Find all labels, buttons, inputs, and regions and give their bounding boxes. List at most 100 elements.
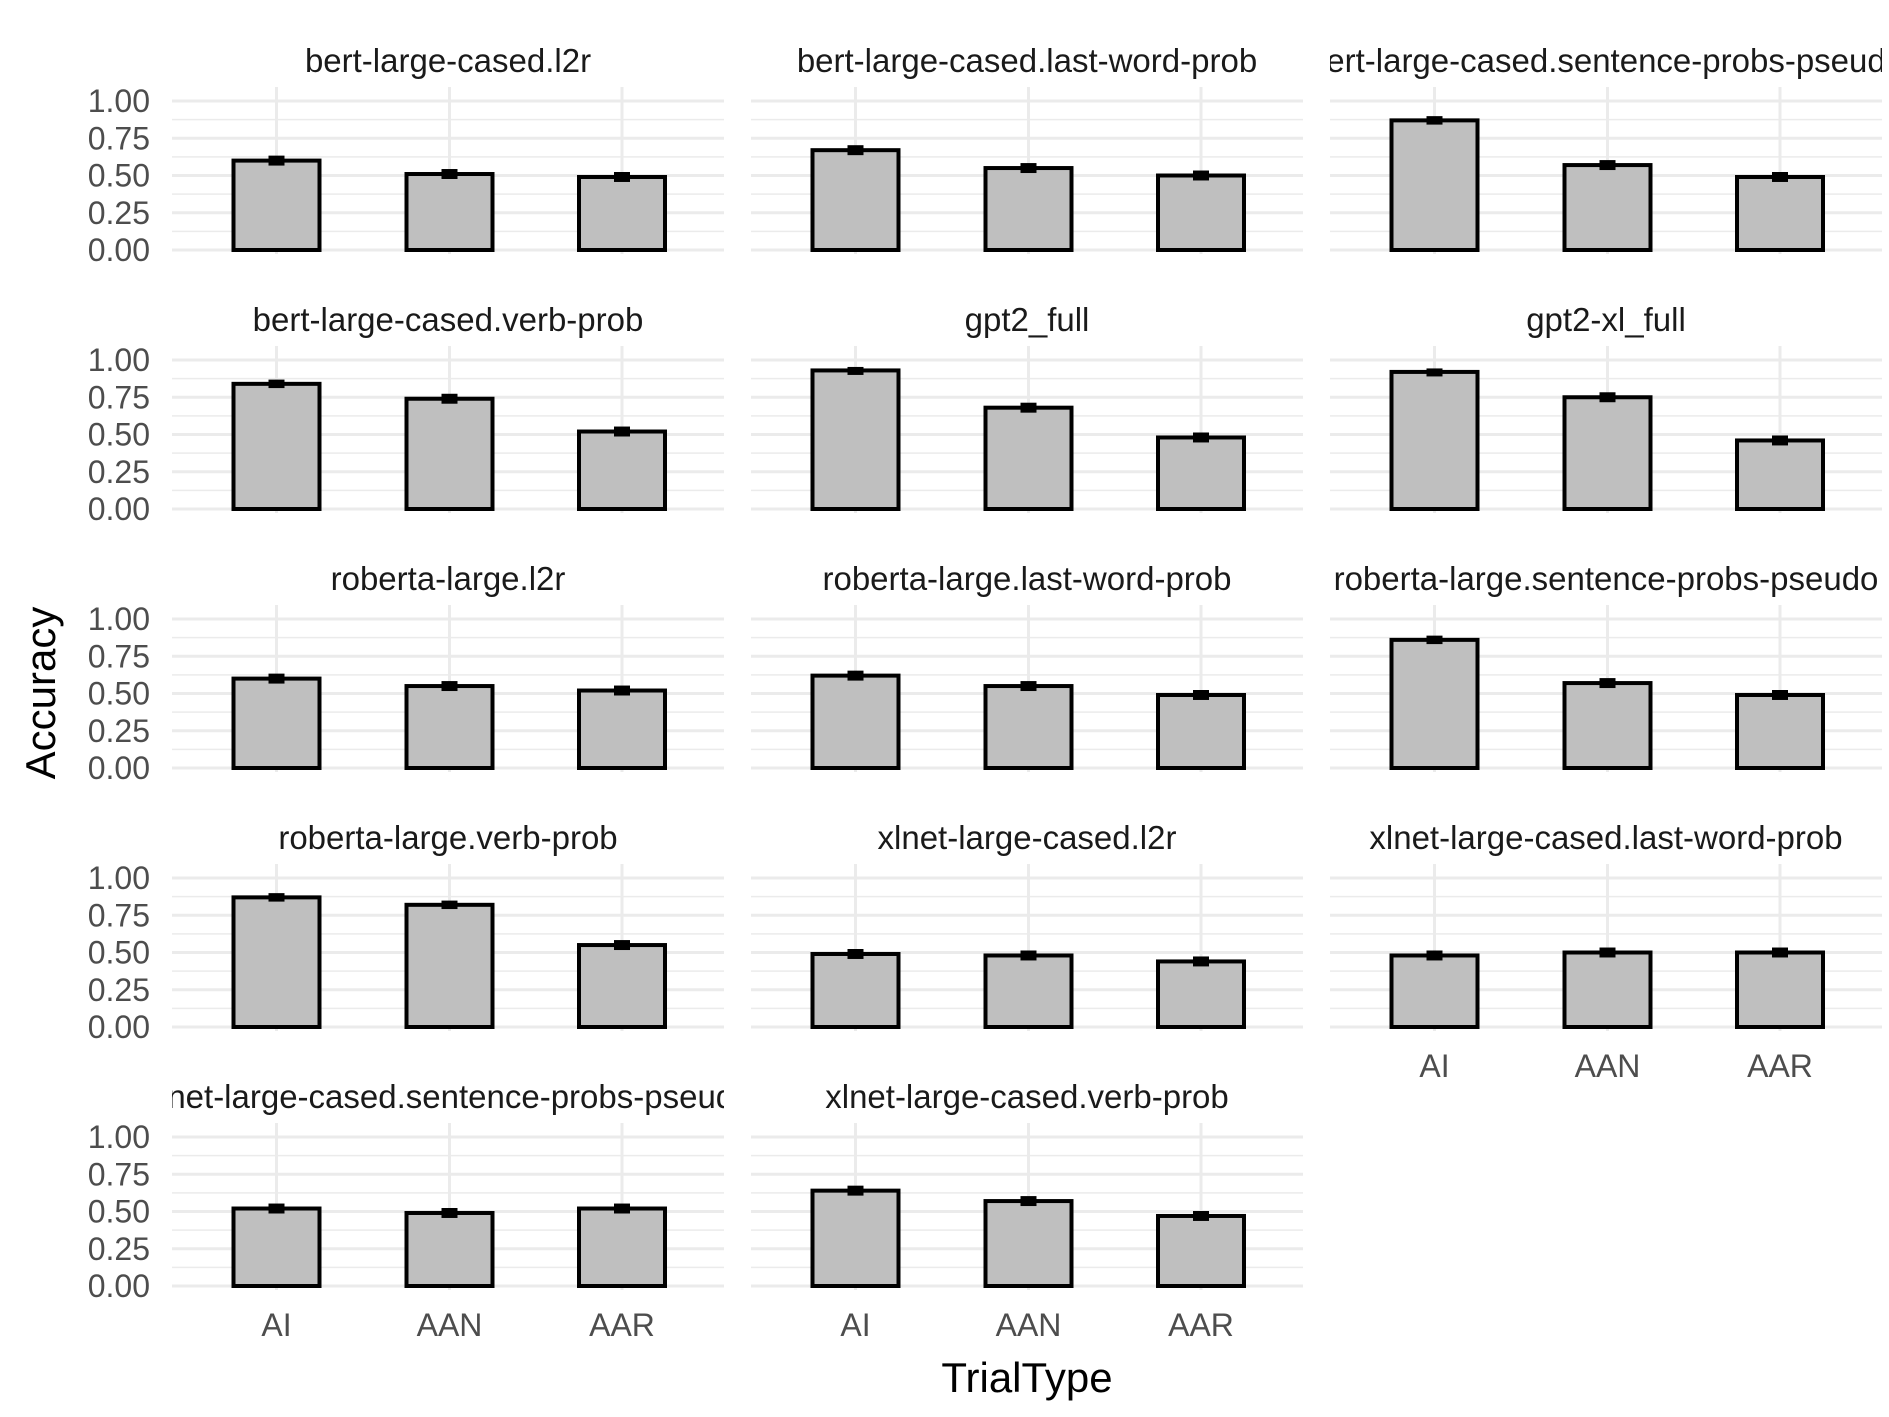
- y-axis-title: Accuracy: [17, 607, 64, 780]
- y-tick-label: 1.00: [88, 342, 150, 378]
- panel-title: roberta-large.verb-prob: [278, 819, 617, 856]
- x-tick-label: AAR: [589, 1307, 655, 1343]
- y-tick-label: 1.00: [88, 1119, 150, 1155]
- error-bar-box: [1193, 692, 1209, 699]
- bar-aan: [1562, 395, 1653, 511]
- error-bar-box: [268, 895, 285, 902]
- y-tick-label: 1.00: [88, 860, 150, 896]
- error-bar-box: [1772, 949, 1788, 956]
- bar-ai: [810, 368, 901, 511]
- y-tick-label: 0.00: [88, 1009, 150, 1045]
- bar-aar: [1156, 959, 1246, 1029]
- error-bar-box: [1020, 165, 1037, 172]
- y-tick-label: 0.50: [88, 417, 150, 453]
- y-tick-label: 0.50: [88, 935, 150, 971]
- bar-aar: [577, 943, 667, 1029]
- panel-title: bert-large-cased.last-word-prob: [797, 42, 1257, 79]
- panel-title: xlnet-large-cased.sentence-probs-pseudo: [143, 1078, 752, 1115]
- y-tick-label: 0.25: [88, 1231, 150, 1267]
- error-bar-box: [847, 672, 864, 679]
- bar-ai: [1389, 953, 1480, 1029]
- y-tick-label: 0.50: [88, 676, 150, 712]
- facet-panel: xlnet-large-cased.l2r: [751, 819, 1303, 1031]
- y-tick-label: 0.00: [88, 1268, 150, 1304]
- y-tick-label: 0.25: [88, 972, 150, 1008]
- x-tick-label: AAN: [996, 1307, 1062, 1343]
- bar-aar: [1156, 435, 1246, 512]
- bar-aar: [1735, 174, 1825, 253]
- bar-ai: [231, 158, 322, 253]
- bar-aar: [1735, 438, 1825, 511]
- error-bar-box: [1599, 949, 1616, 956]
- facet-panel: gpt2_full: [751, 301, 1303, 513]
- x-tick-label: AI: [1419, 1048, 1449, 1084]
- panel-title: roberta-large.l2r: [331, 560, 566, 597]
- error-bar-box: [1193, 434, 1209, 441]
- error-bar-box: [441, 171, 458, 178]
- panels-layer: bert-large-cased.l2r0.000.250.500.751.00…: [88, 42, 1889, 1343]
- bar-aan: [1562, 681, 1653, 771]
- bar-aar: [1156, 692, 1246, 770]
- bar-aan: [404, 902, 495, 1030]
- error-bar-box: [1599, 162, 1616, 169]
- bar-aar: [1156, 1213, 1246, 1288]
- y-tick-label: 0.75: [88, 638, 150, 674]
- error-bar-box: [1020, 1198, 1037, 1205]
- panel-title: bert-large-cased.sentence-probs-pseudo: [1308, 42, 1889, 79]
- y-tick-label: 0.00: [88, 491, 150, 527]
- x-tick-label: AI: [261, 1307, 291, 1343]
- error-bar-box: [268, 1205, 285, 1212]
- error-bar-box: [614, 174, 630, 181]
- x-tick-label: AAN: [417, 1307, 483, 1343]
- error-bar-box: [1193, 958, 1209, 965]
- facet-panel: gpt2-xl_full: [1330, 301, 1882, 513]
- y-tick-label: 0.00: [88, 232, 150, 268]
- bar-ai: [231, 1206, 322, 1289]
- y-tick-label: 0.50: [88, 1194, 150, 1230]
- y-tick-label: 0.75: [88, 1156, 150, 1192]
- x-tick-label: AAR: [1747, 1048, 1813, 1084]
- error-bar-box: [268, 675, 285, 682]
- bar-aan: [404, 684, 495, 770]
- facet-panel: roberta-large.sentence-probs-pseudo: [1330, 560, 1882, 772]
- bar-aan: [983, 953, 1074, 1029]
- error-bar-box: [1193, 1212, 1209, 1219]
- y-tick-label: 0.75: [88, 120, 150, 156]
- bar-ai: [231, 676, 322, 770]
- panel-title: gpt2-xl_full: [1526, 301, 1686, 338]
- error-bar-box: [1426, 118, 1443, 125]
- error-bar-box: [847, 147, 864, 154]
- error-bar-box: [614, 942, 630, 949]
- y-tick-label: 1.00: [88, 601, 150, 637]
- y-tick-label: 0.50: [88, 158, 150, 194]
- error-bar-box: [1772, 692, 1788, 699]
- bar-aar: [577, 1206, 667, 1289]
- bar-aar: [577, 429, 667, 511]
- error-bar-box: [614, 428, 630, 435]
- y-tick-label: 1.00: [88, 83, 150, 119]
- y-tick-label: 0.00: [88, 750, 150, 786]
- bar-ai: [810, 1188, 901, 1289]
- error-bar-box: [1426, 952, 1443, 959]
- bar-aan: [983, 166, 1074, 252]
- bar-ai: [810, 673, 901, 770]
- bar-aan: [404, 1210, 495, 1288]
- bar-ai: [1389, 369, 1480, 512]
- facet-panel: bert-large-cased.verb-prob0.000.250.500.…: [88, 301, 724, 527]
- y-tick-label: 0.25: [88, 195, 150, 231]
- facet-panel: roberta-large.last-word-prob: [751, 560, 1303, 772]
- bar-aan: [1562, 950, 1653, 1029]
- error-bar-box: [1193, 172, 1209, 179]
- error-bar-box: [268, 157, 285, 164]
- error-bar-box: [1426, 370, 1443, 377]
- facet-panel: xlnet-large-cased.sentence-probs-pseudo 0…: [88, 1078, 752, 1343]
- error-bar-box: [847, 368, 864, 375]
- bar-ai: [231, 895, 322, 1029]
- panel-title: bert-large-cased.l2r: [305, 42, 591, 79]
- bar-ai: [810, 951, 901, 1029]
- y-tick-label: 0.25: [88, 454, 150, 490]
- bar-aar: [1156, 173, 1246, 252]
